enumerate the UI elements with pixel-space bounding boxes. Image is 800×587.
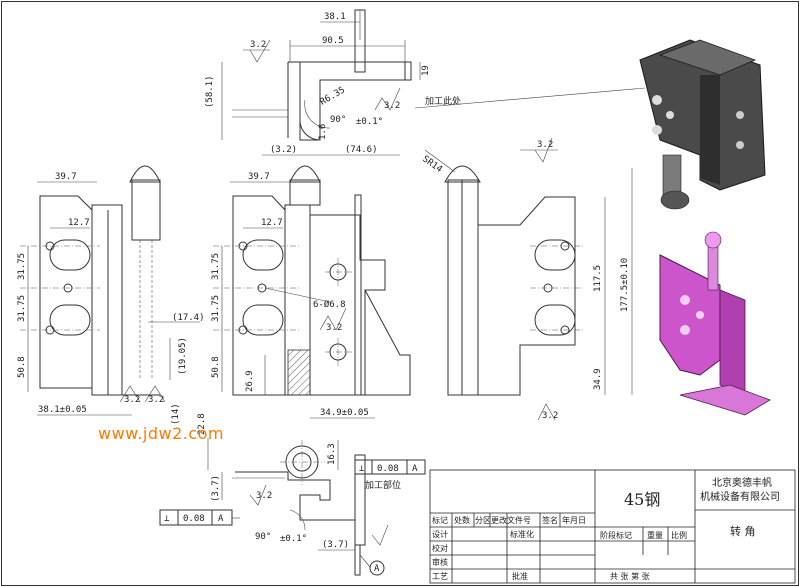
mid-dim-39-7: 39.7 (248, 172, 270, 182)
tb-company-1: 北京奥德丰帆 (712, 476, 772, 489)
side-dim-177-5: 177.5±0.10 (620, 258, 630, 312)
front-view: 39.7 12.7 31.75 31.75 50.8 (17.4) (19.05… (17, 165, 205, 425)
note-machine-here: 加工此处 (425, 95, 461, 107)
mid-dim-34-9: 34.9±0.05 (320, 408, 369, 418)
tb-r-review: 审核 (432, 557, 448, 567)
render-pink (659, 231, 771, 416)
front-rough-b: 3.2 (148, 395, 164, 405)
side-dim-34-9: 34.9 (593, 368, 603, 390)
mid-dim-12-7: 12.7 (261, 218, 283, 228)
datum-a-marker (369, 560, 385, 576)
gdt2-datum: A (218, 514, 224, 524)
gdt1-symbol: ⊥ (359, 464, 365, 474)
tb-part-name: 转 角 (730, 524, 756, 538)
side-dim-117-5: 117.5 (593, 265, 603, 292)
tb-scale: 比例 (671, 530, 687, 540)
bot-dim-90-deg: 90° (255, 532, 271, 542)
tb-company-2: 机械设备有限公司 (700, 490, 780, 503)
gdt1-datum: A (412, 464, 418, 474)
mid-dim-50-8: 50.8 (211, 356, 221, 378)
dim-90-deg: 90° (330, 115, 346, 125)
mid-dim-31-75a: 31.75 (211, 253, 221, 280)
dim-38-1: 38.1 (324, 12, 346, 22)
front-rough-a: 3.2 (124, 395, 140, 405)
dim-3-2-paren: (3.2) (270, 145, 297, 155)
side-view: SR14 117.5 177.5±0.10 34.9 3.2 3.2 (420, 137, 633, 421)
bot-dim-tol: ±0.1° (280, 534, 307, 544)
tb-h-qty: 处数 (454, 515, 470, 525)
tb-h-date: 年月日 (562, 515, 586, 525)
mid-rough: 3.2 (326, 323, 342, 333)
mid-dim-31-75b: 31.75 (211, 295, 221, 322)
tb-r-design: 设计 (432, 529, 448, 539)
tb-r-process: 工艺 (432, 572, 448, 581)
tb-material: 45钢 (624, 490, 660, 509)
tb-sheets: 共 张 第 张 (610, 571, 650, 581)
side-rough-b: 3.2 (542, 411, 558, 421)
tb-h-change: 更改文件号 (491, 515, 531, 525)
dim-90-5: 90.5 (322, 36, 344, 46)
bot-dim-3-7b: (3.7) (322, 540, 349, 550)
rough-top-2: 3.2 (384, 101, 400, 111)
gdt-frame-2 (159, 509, 233, 526)
tb-h-zone: 分区 (475, 516, 491, 525)
tb-r-check: 校对 (432, 543, 448, 553)
dim-58-1: (58.1) (205, 75, 215, 108)
gdt1-value: 0.08 (377, 464, 399, 474)
front-dim-38-1: 38.1±0.05 (38, 405, 87, 415)
front-dim-39-7: 39.7 (55, 172, 77, 182)
bot-dim-3-7a: (3.7) (211, 475, 221, 502)
front-dim-12-7: 12.7 (68, 218, 90, 228)
dim-19: 19 (421, 65, 431, 76)
bot-note: 加工部位 (365, 479, 401, 491)
front-dim-14: (14) (171, 403, 181, 425)
front-dim-50-8: 50.8 (17, 356, 27, 378)
gdt-frame-1 (354, 459, 426, 475)
dim-1-6: 1.6 (318, 124, 328, 140)
side-rough-a: 3.2 (537, 140, 553, 150)
rough-top-1: 3.2 (250, 40, 266, 50)
tb-r-std: 标准化 (510, 529, 534, 539)
top-view: 38.1 90.5 3.2 (58.1) 19 R6.35 90° ±0.1° … (205, 9, 646, 156)
tb-h-sign: 签名 (542, 515, 558, 525)
front-dim-31-75b: 31.75 (17, 295, 27, 322)
dim-r6-35: R6.35 (319, 85, 347, 107)
dim-tol: ±0.1° (356, 117, 383, 127)
mid-dim-26-9: 26.9 (245, 370, 255, 392)
gdt2-symbol: ⊥ (164, 514, 170, 524)
tb-h-mark: 标记 (432, 515, 448, 525)
bot-dim-22-8: 22.8 (197, 413, 207, 435)
front-dim-17-4: (17.4) (172, 313, 205, 323)
front-dim-19-05: (19.05) (178, 337, 188, 375)
front-dim-31-75a: 31.75 (17, 253, 27, 280)
mid-dim-holes: 6-Ø6.8 (313, 299, 346, 310)
bottom-view: 22.8 16.3 (3.7) 3.2 加工部位 90° ±0.1° (3.7)… (159, 413, 426, 576)
gdt2-value: 0.08 (183, 514, 205, 524)
section-view: 39.7 12.7 31.75 31.75 50.8 26.9 6-Ø6.8 (211, 165, 411, 419)
datum-a-label: A (374, 564, 380, 574)
tb-stage: 阶段标记 (600, 530, 632, 540)
tb-r-approve: 批准 (512, 571, 528, 581)
render-dark (639, 39, 766, 210)
side-dim-sr14: SR14 (420, 154, 444, 175)
watermark: www.jdw2.com (98, 424, 224, 443)
bot-dim-16-3: 16.3 (327, 443, 337, 465)
dim-74-6: (74.6) (345, 145, 378, 155)
bot-rough: 3.2 (256, 491, 272, 501)
title-block: 45钢 北京奥德丰帆 机械设备有限公司 转 角 标记 处数 分区 更改文件号 签… (429, 469, 796, 584)
tb-weight: 重量 (647, 530, 663, 540)
